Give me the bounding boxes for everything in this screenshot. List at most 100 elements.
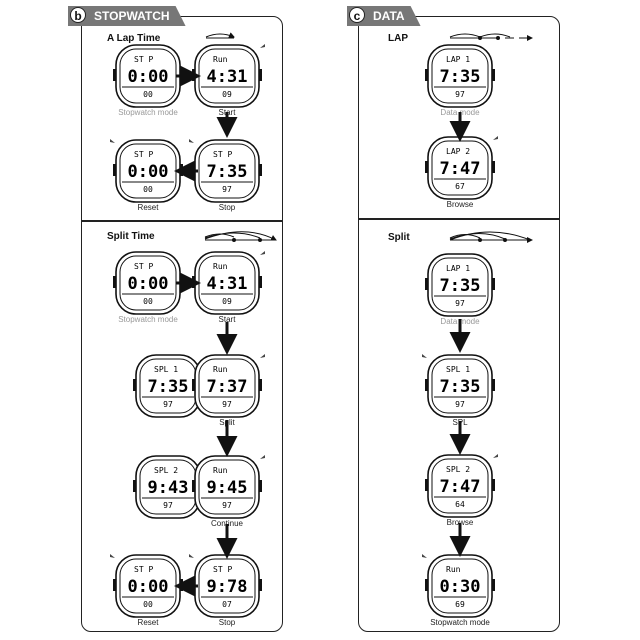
- lap-time-title: A Lap Time: [107, 33, 161, 44]
- watch-caption: Stop: [218, 203, 236, 212]
- watch-top-label: ST P: [134, 262, 153, 271]
- watch-top-label: LAP 1: [446, 264, 470, 273]
- watch-sub-digits: 97: [222, 501, 232, 510]
- data-tab-label: DATA: [373, 9, 405, 23]
- watch-top-label: LAP 2: [446, 147, 470, 156]
- watch-sub-digits: 07: [222, 600, 232, 609]
- button-press-icon: [260, 455, 265, 459]
- watch-face: Run 9:45 97: [192, 455, 265, 519]
- data-split-title: Split: [388, 232, 410, 243]
- watch-sub-digits: 09: [222, 90, 232, 99]
- watch-caption: Start: [218, 315, 236, 324]
- watch-sub-digits: 00: [143, 297, 153, 306]
- watch-top-label: Run: [213, 55, 228, 64]
- watch-sub-digits: 00: [143, 90, 153, 99]
- watch-top-label: SPL 1: [154, 365, 178, 374]
- watch-face: LAP 2 7:47 67: [425, 136, 498, 200]
- watch-main-digits: 9:43: [148, 478, 189, 498]
- watch-main-digits: 7:35: [440, 276, 481, 296]
- press-sequence-icon: [449, 33, 533, 41]
- watch-face: ST P 0:00 00: [110, 554, 183, 618]
- data-divider: [358, 218, 560, 220]
- button-press-icon: [110, 139, 115, 143]
- watch-caption: Stopwatch mode: [118, 315, 178, 324]
- watch-caption: Stopwatch mode: [430, 618, 490, 627]
- press-sequence-icon: [204, 231, 277, 242]
- watch-sub-digits: 00: [143, 600, 153, 609]
- watch-top-label: Run: [213, 262, 228, 271]
- button-press-icon: [189, 139, 194, 143]
- watch-sub-digits: 97: [455, 400, 465, 409]
- watch-sub-digits: 97: [222, 185, 232, 194]
- watch-face: SPL 2 7:47 64: [425, 454, 498, 518]
- watch-caption: Stop: [218, 618, 236, 627]
- watch-face: Run 4:31 09: [192, 44, 265, 108]
- button-press-icon: [110, 554, 115, 558]
- data-tab-letter: c: [349, 7, 365, 23]
- watch-top-label: LAP 1: [446, 55, 470, 64]
- watch-top-label: SPL 2: [446, 465, 470, 474]
- watch-sub-digits: 67: [455, 182, 465, 191]
- watch-sub-digits: 00: [143, 185, 153, 194]
- watch-top-label: Run: [213, 466, 228, 475]
- button-press-icon: [260, 251, 265, 255]
- press-sequence-icon: [205, 32, 235, 39]
- watch-main-digits: 0:00: [128, 162, 169, 182]
- watch-main-digits: 0:00: [128, 67, 169, 87]
- watch-top-label: Run: [213, 365, 228, 374]
- button-press-icon: [422, 554, 427, 558]
- watch-main-digits: 7:47: [440, 159, 481, 179]
- stopwatch-tab: b STOPWATCH: [68, 6, 186, 26]
- watch-face: LAP 1 7:35 97: [425, 44, 495, 108]
- watch-sub-digits: 97: [455, 299, 465, 308]
- watch-caption: Stopwatch mode: [118, 108, 178, 117]
- watch-caption: Continue: [210, 519, 244, 528]
- watch-sub-digits: 09: [222, 297, 232, 306]
- watch-top-label: ST P: [134, 150, 153, 159]
- button-press-icon: [189, 554, 194, 558]
- watch-top-label: ST P: [134, 55, 153, 64]
- watch-caption: Browse: [446, 200, 474, 209]
- button-press-icon: [260, 354, 265, 358]
- watch-face: ST P 7:35 97: [189, 139, 262, 203]
- data-lap-title: LAP: [388, 33, 408, 44]
- watch-face: LAP 1 7:35 97: [425, 253, 495, 317]
- watch-main-digits: 0:00: [128, 274, 169, 294]
- stopwatch-tab-label: STOPWATCH: [94, 9, 170, 23]
- stopwatch-divider: [81, 220, 283, 222]
- watch-face: Run 7:37 97: [192, 354, 265, 418]
- watch-top-label: SPL 1: [446, 365, 470, 374]
- watch-main-digits: 7:35: [148, 377, 189, 397]
- watch-top-label: ST P: [213, 565, 232, 574]
- watch-caption: Reset: [137, 618, 159, 627]
- split-time-title: Split Time: [107, 231, 155, 242]
- watch-sub-digits: 97: [455, 90, 465, 99]
- watch-sub-digits: 97: [163, 501, 173, 510]
- watch-top-label: SPL 2: [154, 466, 178, 475]
- data-tab: c DATA: [347, 6, 421, 26]
- watch-main-digits: 7:47: [440, 477, 481, 497]
- watch-sub-digits: 69: [455, 600, 465, 609]
- button-press-icon: [493, 136, 498, 140]
- watch-caption: Reset: [137, 203, 159, 212]
- watch-caption: Browse: [446, 518, 474, 527]
- stopwatch-panel: [81, 16, 283, 632]
- watch-main-digits: 4:31: [207, 67, 248, 87]
- watch-sub-digits: 64: [455, 500, 465, 509]
- watch-sub-digits: 97: [163, 400, 173, 409]
- button-press-icon: [422, 354, 427, 358]
- watch-top-label: ST P: [134, 565, 153, 574]
- watch-sub-digits: 97: [222, 400, 232, 409]
- watch-top-label: ST P: [213, 150, 232, 159]
- watch-main-digits: 7:37: [207, 377, 248, 397]
- watch-main-digits: 7:35: [440, 67, 481, 87]
- watch-main-digits: 7:35: [207, 162, 248, 182]
- button-press-icon: [260, 44, 265, 48]
- watch-main-digits: 9:45: [207, 478, 248, 498]
- watch-main-digits: 0:00: [128, 577, 169, 597]
- watch-main-digits: 4:31: [207, 274, 248, 294]
